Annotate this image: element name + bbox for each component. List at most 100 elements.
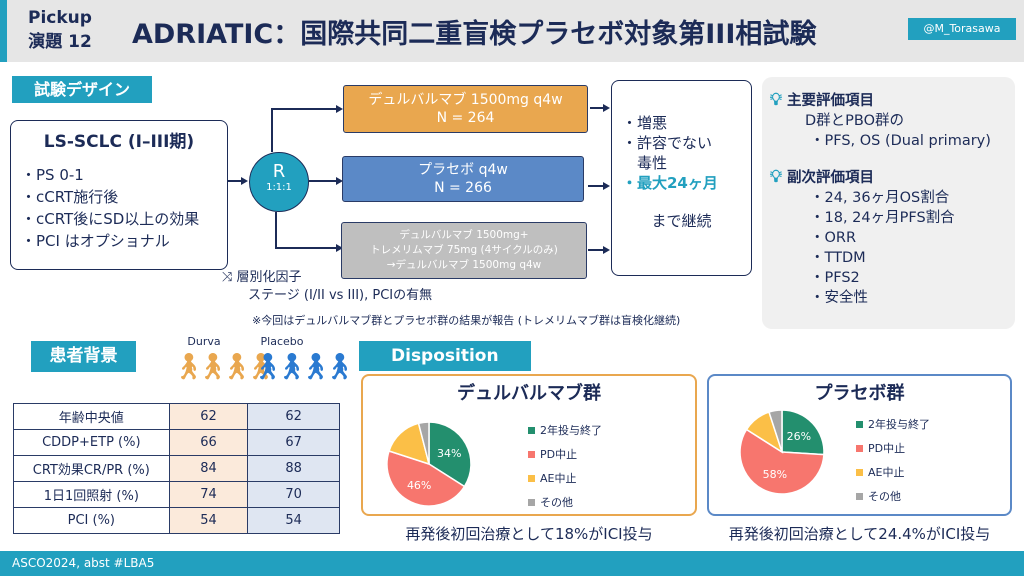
placebo-pie-title: プラセボ群 bbox=[814, 383, 905, 404]
arm-line: トレメリムマブ 75mg (4サイクルのみ) bbox=[370, 244, 558, 256]
arm-line: プラセボ q4w bbox=[418, 162, 508, 178]
legend-label: その他 bbox=[868, 490, 901, 503]
legend-item: PD中止 bbox=[856, 436, 930, 460]
until-item: ・増悪 bbox=[622, 114, 668, 132]
until-item: ・許容でない bbox=[622, 134, 713, 152]
secondary-item: ・安全性 bbox=[810, 290, 868, 306]
arrow-head bbox=[603, 246, 610, 254]
arrow-head bbox=[603, 182, 610, 190]
arm-line: N = 264 bbox=[436, 110, 495, 126]
secondary-item: ・TTDM bbox=[810, 250, 866, 266]
row-label: CRT効果CR/PR (%) bbox=[13, 455, 170, 482]
legend-swatch bbox=[528, 474, 535, 482]
pie-slice-3 bbox=[768, 409, 783, 453]
row-label: CDDP+ETP (%) bbox=[13, 429, 170, 456]
pie-slice-1 bbox=[386, 450, 466, 507]
rand-label: R bbox=[272, 161, 286, 182]
legend-swatch bbox=[528, 498, 535, 506]
arm-line: デュルバルマブ 1500mg+ bbox=[399, 229, 529, 241]
legend-label: AE中止 bbox=[540, 472, 577, 485]
strat-text: ステージ (I/II vs III), PCIの有無 bbox=[248, 288, 433, 303]
legend-swatch bbox=[856, 420, 863, 428]
secondary-item: ・24, 36ヶ月OS割合 bbox=[810, 190, 950, 206]
legend-item: その他 bbox=[528, 490, 602, 514]
durva-value: 62 bbox=[168, 403, 249, 430]
legend-item: 2年投与終了 bbox=[856, 412, 930, 436]
header-accent-bar bbox=[0, 0, 7, 62]
row-label: 1日1回照射 (%) bbox=[13, 481, 170, 508]
pie-slice-0 bbox=[781, 409, 825, 456]
arrow-line bbox=[590, 107, 604, 109]
secondary-item: ・18, 24ヶ月PFS割合 bbox=[810, 210, 955, 226]
arm-placebo: プラセボ q4w N = 266 bbox=[342, 156, 584, 202]
branch-line bbox=[271, 108, 337, 110]
arm-line: N = 266 bbox=[434, 180, 492, 196]
row-label: 年齢中央値 bbox=[13, 403, 170, 430]
legend-item: 2年投与終了 bbox=[528, 418, 602, 442]
randomization-circle: R 1:1:1 bbox=[249, 152, 309, 212]
primary-title: 主要評価項目 bbox=[786, 93, 874, 109]
population-box: LS-SCLC (I–III期) ・PS 0-1 ・cCRT施行後 ・cCRT後… bbox=[10, 120, 228, 270]
pie-slice-1 bbox=[739, 428, 825, 495]
primary-line: ・PFS, OS (Dual primary) bbox=[810, 133, 991, 149]
shuffle-icon: ⤨ bbox=[222, 270, 233, 285]
arrow-line bbox=[588, 185, 604, 187]
legend-swatch bbox=[528, 426, 535, 434]
legend-swatch bbox=[856, 468, 863, 476]
criteria-item: ・PS 0-1 bbox=[21, 166, 84, 184]
legend-item: AE中止 bbox=[528, 466, 602, 490]
lightbulb-icon: 💡︎ bbox=[770, 90, 782, 110]
legend-label: PD中止 bbox=[540, 448, 578, 461]
pie-data-label: 58% bbox=[763, 468, 787, 481]
placebo-value: 70 bbox=[247, 481, 340, 508]
branch-line bbox=[275, 247, 337, 249]
branch-line bbox=[309, 180, 337, 182]
placebo-footnote: 再発後初回治療として24.4%がICI投与 bbox=[728, 525, 991, 543]
durva-legend: 2年投与終了 PD中止 AE中止その他 bbox=[528, 418, 602, 514]
until-item: 毒性 bbox=[622, 154, 668, 172]
until-tail: まで継続 bbox=[651, 212, 712, 230]
design-tag: 試験デザイン bbox=[12, 76, 152, 103]
arm-line: →デュルバルマブ 1500mg q4w bbox=[386, 259, 542, 271]
col-placebo: Placebo bbox=[260, 335, 304, 348]
placebo-pie-card bbox=[707, 374, 1012, 516]
legend-label: 2年投与終了 bbox=[540, 424, 602, 437]
background-tag: 患者背景 bbox=[31, 341, 136, 372]
branch-line bbox=[275, 212, 277, 248]
arrow-line bbox=[228, 180, 242, 182]
pie-data-label: 26% bbox=[787, 430, 811, 443]
placebo-value: 67 bbox=[247, 429, 340, 456]
pickup-line2: 演題 12 bbox=[28, 32, 92, 52]
stratification: ⤨ 層別化因子 ステージ (I/II vs III), PCIの有無 bbox=[222, 269, 432, 305]
page-title: ADRIATIC：国際共同二重盲検プラセボ対象第III相試験 bbox=[132, 19, 817, 50]
col-durva: Durva bbox=[187, 335, 221, 348]
until-highlight: ・最大24ヶ月 bbox=[622, 174, 718, 192]
arrow-head bbox=[241, 177, 248, 185]
branch-line bbox=[271, 108, 273, 152]
arm-durvalumab-tremelimumab: デュルバルマブ 1500mg+ トレメリムマブ 75mg (4サイクルのみ) →デュ… bbox=[341, 222, 587, 279]
arrow-head bbox=[336, 177, 343, 185]
durva-value: 74 bbox=[168, 481, 249, 508]
legend-label: その他 bbox=[540, 496, 573, 509]
arrow-line bbox=[588, 249, 604, 251]
criteria-list: ・PS 0-1 ・cCRT施行後 ・cCRT後にSD以上の効果 ・PCI はオプ… bbox=[21, 164, 217, 252]
lightbulb-icon: 💡︎ bbox=[770, 167, 782, 187]
secondary-item: ・ORR bbox=[810, 230, 857, 246]
strat-title: 層別化因子 bbox=[236, 270, 302, 285]
arrow-head bbox=[336, 105, 343, 113]
legend-label: 2年投与終了 bbox=[868, 418, 930, 431]
durva-people-icon: 🚶︎🚶︎🚶︎🚶︎ bbox=[172, 352, 277, 382]
population-title: LS-SCLC (I–III期) bbox=[43, 132, 195, 152]
pie-slice-3 bbox=[417, 421, 430, 465]
footer: ASCO2024, abst #LBA5 bbox=[0, 551, 1024, 576]
pie-data-label: 46% bbox=[407, 479, 431, 492]
author-handle: @M_Torasawa bbox=[908, 18, 1016, 40]
durva-footnote: 再発後初回治療として18%がICI投与 bbox=[405, 525, 653, 543]
